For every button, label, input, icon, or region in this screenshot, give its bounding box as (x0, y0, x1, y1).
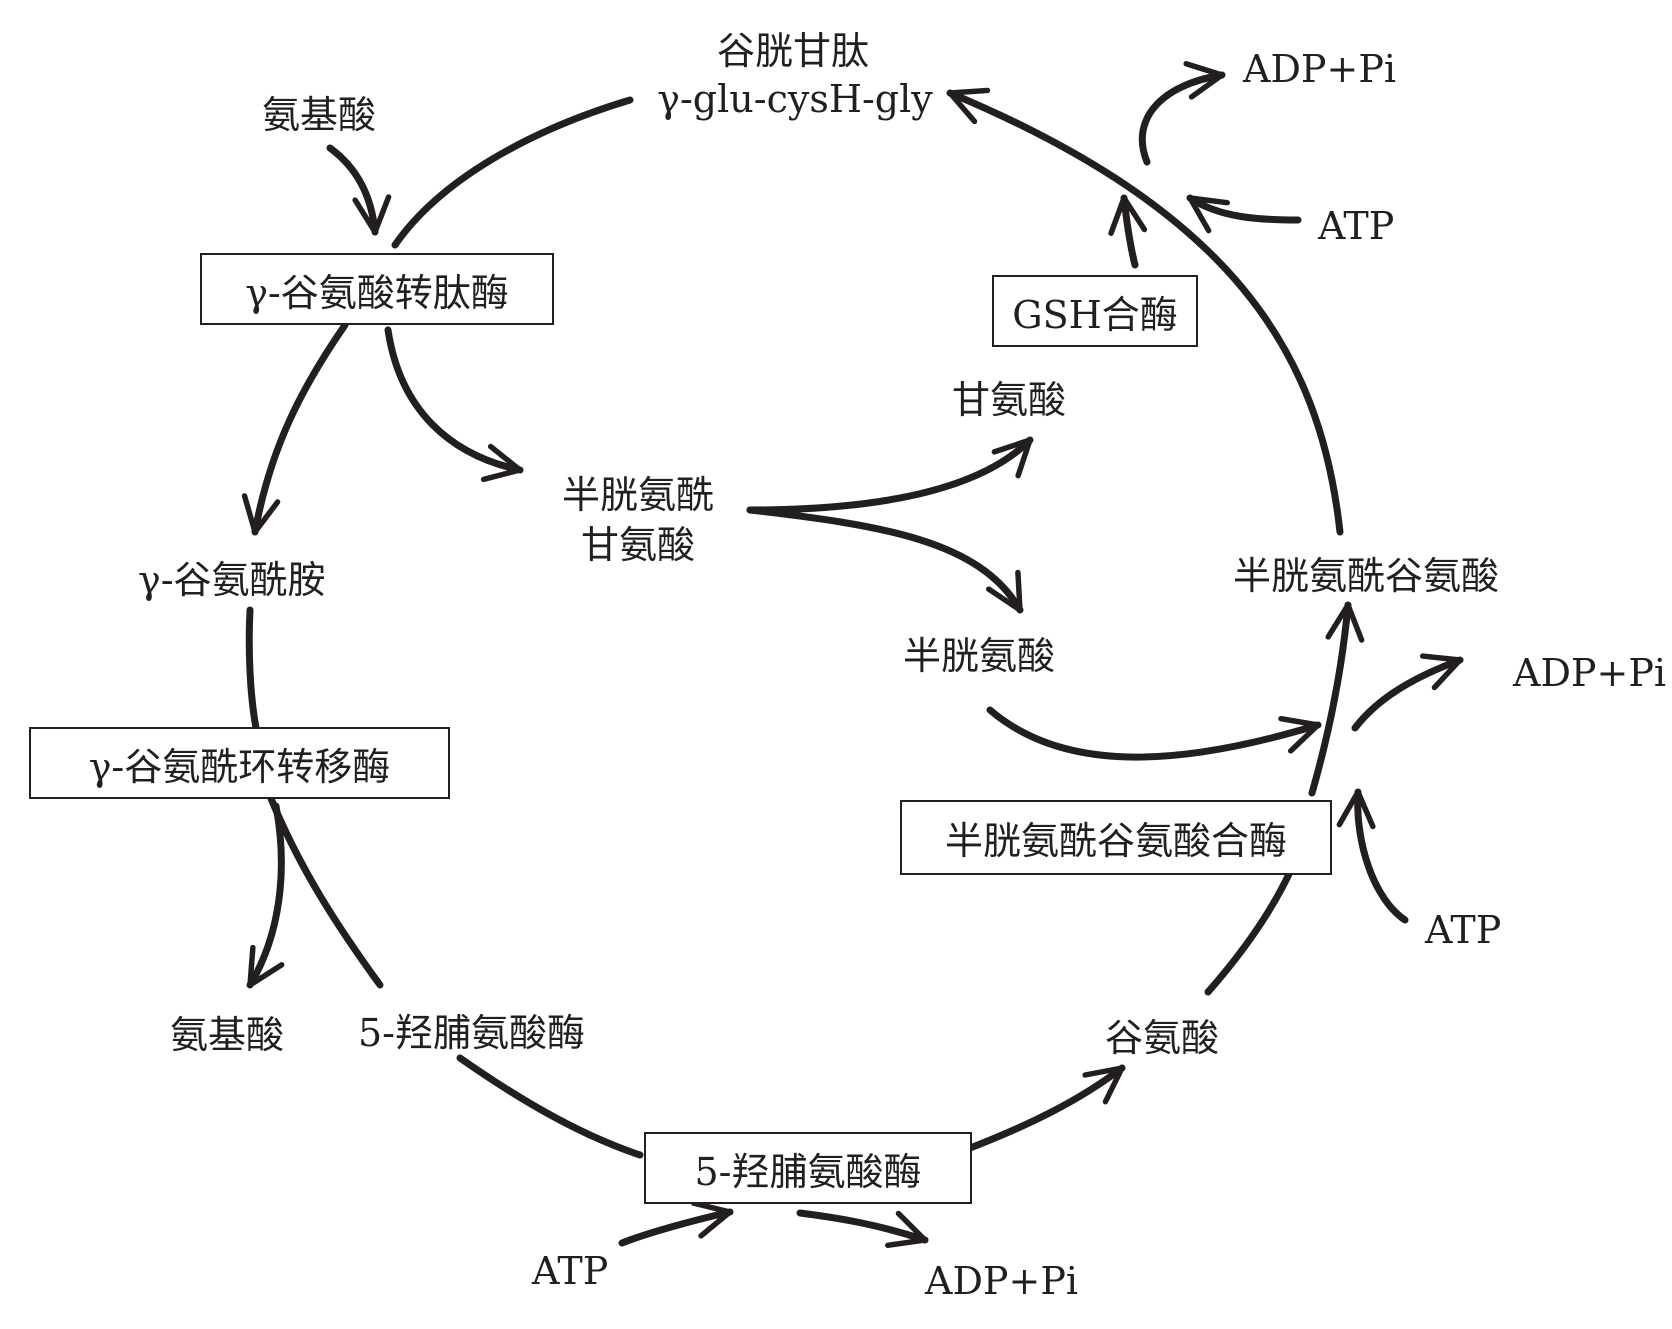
glutathione-label: 谷胱甘肽 (716, 29, 870, 73)
glutamate-label: 谷氨酸 (1105, 1016, 1220, 1060)
cysteinyl-glycine-line2: 甘氨酸 (580, 523, 696, 567)
glycine-label: 甘氨酸 (952, 378, 1067, 422)
transpeptidase-enzyme-box: γ-谷氨酸转肽酶 (200, 253, 554, 325)
arc-glutamyl-amide-to-cyclotransferase (245, 606, 260, 732)
atp-oxo-label: ATP (532, 1249, 609, 1293)
arc-transpeptidase-to-glutamyl-amide (241, 321, 349, 536)
adp-pi-gsh-label: ADP+Pi (1243, 47, 1397, 91)
adp-pi-gcs-label: ADP+Pi (1513, 651, 1667, 695)
arrow-cysteine-to-gcs (986, 706, 1322, 761)
atp-gcs-label: ATP (1425, 908, 1502, 952)
arc-oxoproline-to-oxoprolinase-box (456, 1054, 644, 1159)
oxoprolinase-enzyme-box: 5-羟脯氨酸酶 (644, 1132, 972, 1204)
gamma-glutamyl-amide-label: γ-谷氨酰胺 (138, 558, 326, 602)
cysteinyl-glycine-line1: 半胱氨酰 (561, 473, 715, 517)
arc-dipeptide-to-glutathione (946, 87, 1344, 536)
arrow-amino-acid-in (326, 144, 392, 236)
arrow-adp-out-oxo (796, 1209, 929, 1249)
arrow-to-glycine (746, 436, 1034, 514)
oxoprolinase-node-label: 5-羟脯氨酸酶 (358, 1011, 586, 1055)
cysteine-label: 半胱氨酸 (903, 634, 1056, 678)
arrow-to-cysteinyl-glycine (384, 326, 524, 483)
gsh-synthetase-enzyme-box: GSH合酶 (992, 275, 1198, 347)
arc-glutathione-to-transpeptidase (391, 96, 634, 249)
amino-acid-output-label: 氨基酸 (170, 1013, 285, 1057)
arrow-to-cysteine (746, 506, 1024, 614)
arc-gcs-synthetase-to-dipeptide (1308, 601, 1365, 797)
adp-pi-oxo-label: ADP+Pi (925, 1259, 1079, 1303)
arrow-atp-in-gsh (1186, 194, 1302, 234)
arrow-adp-out-gsh (1138, 61, 1226, 166)
arrow-amino-acid-out (246, 802, 285, 989)
gcs-synthetase-enzyme-box: 半胱氨酰谷氨酸合酶 (900, 800, 1332, 875)
arrow-adp-out-gcs (1351, 653, 1464, 732)
amino-acid-input-label: 氨基酸 (262, 93, 377, 137)
glutathione-formula: γ-glu-cysH-gly (657, 77, 933, 121)
arc-oxoprolinase-box-to-glutamate (961, 1064, 1126, 1154)
gamma-glutamylcysteine-label: 半胱氨酰谷氨酸 (1233, 554, 1500, 598)
arc-glutamate-to-gcs-synthetase (1204, 868, 1294, 996)
arrow-atp-in-oxo (618, 1200, 734, 1247)
atp-gsh-label: ATP (1318, 204, 1395, 248)
arc-cyclotransferase-to-oxoprolinase (266, 792, 384, 989)
cyclotransferase-enzyme-box: γ-谷氨酰环转移酶 (29, 727, 450, 799)
arrow-gsh-synthetase-to-cycle (1108, 194, 1148, 269)
arrow-atp-in-gcs (1336, 788, 1409, 924)
